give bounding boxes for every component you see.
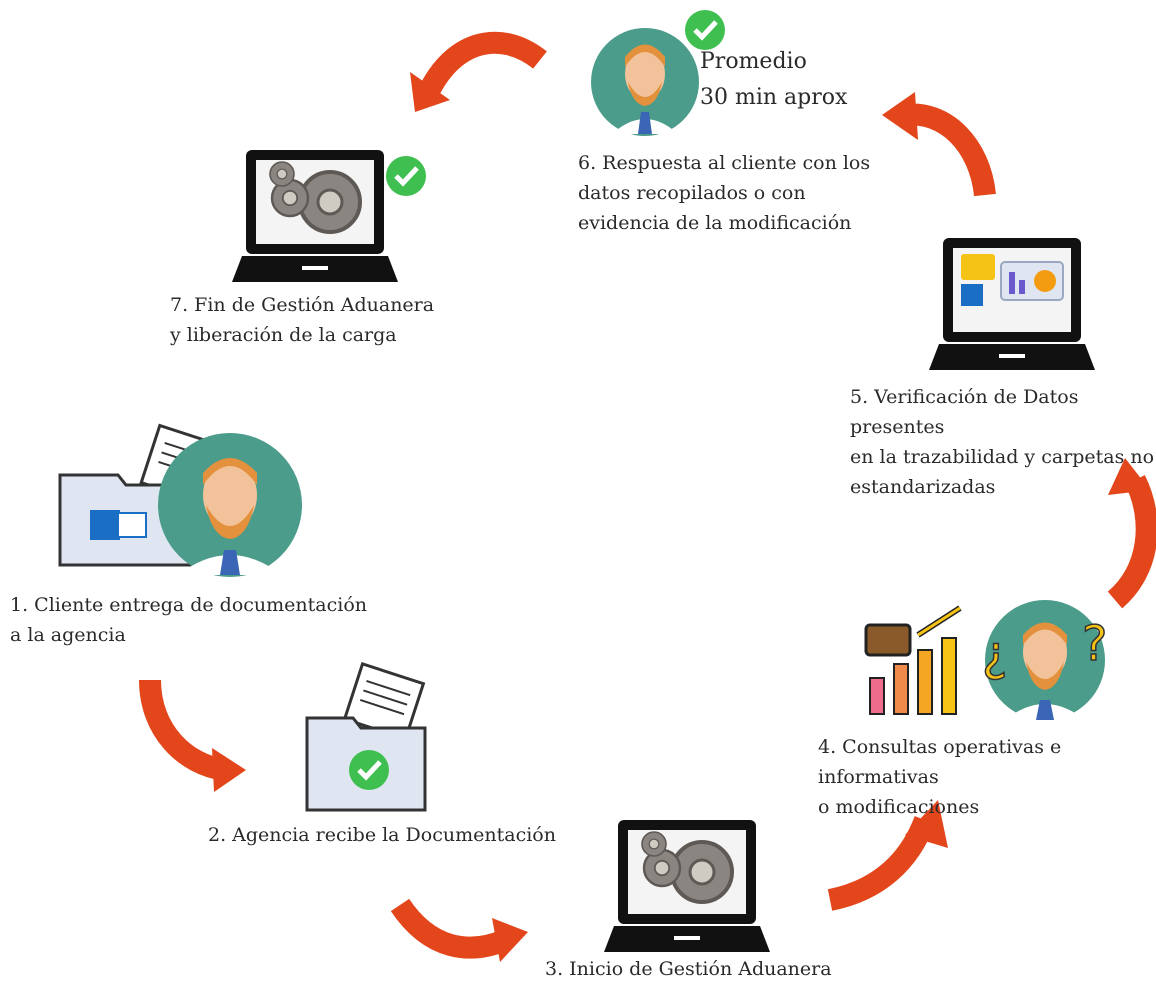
folder-icon — [961, 254, 995, 280]
step-5-label: 5. Verificación de Datos presentes en la… — [850, 386, 1155, 498]
question-mark-icon: ¿ — [982, 626, 1007, 682]
laptop-gears-icon-7 — [232, 150, 426, 282]
laptop-data-icon-5 — [929, 238, 1095, 370]
arrow-4-to-5 — [1107, 475, 1156, 609]
arrow-2-to-3 — [390, 898, 510, 959]
step-7-label: 7. Fin de Gestión Aduanera y liberación … — [170, 294, 435, 346]
step-1-label: 1. Cliente entrega de documentación a la… — [10, 594, 368, 646]
check-icon — [685, 10, 725, 50]
outlook-icon — [90, 510, 120, 540]
outlook-icon — [961, 284, 983, 306]
step-6-label: 6. Respuesta al cliente con los datos re… — [578, 152, 871, 234]
arrow-1-to-2-head — [212, 748, 246, 792]
arrow-6-to-7 — [414, 31, 547, 105]
arrow-6-to-7-head — [410, 72, 450, 112]
folder-outlook-icon-1 — [58, 423, 302, 577]
arrow-4-to-5-head — [1108, 458, 1150, 495]
check-icon — [386, 156, 426, 196]
step-2-label: 2. Agencia recibe la Documentación — [208, 824, 556, 846]
promedio-text: Promedio 30 min aprox — [700, 49, 848, 110]
folder-check-icon-2 — [305, 662, 427, 812]
arrow-3-to-4-head — [905, 800, 948, 848]
avatar-icon-6 — [591, 10, 725, 136]
briefcase-icon — [864, 623, 912, 657]
check-icon — [349, 750, 389, 790]
step-4-label: 4. Consultas operativas e informativas o… — [818, 736, 1062, 818]
arrow-5-to-6 — [903, 103, 996, 197]
arrow-5-to-6-head — [882, 92, 918, 140]
step-3-label: 3. Inicio de Gestión Aduanera — [545, 958, 832, 980]
question-mark-icon: ? — [1082, 616, 1107, 672]
laptop-gears-icon-3 — [604, 820, 770, 952]
arrow-1-to-2 — [139, 679, 227, 781]
growth-chart-icon-4: ¿ ? — [864, 600, 1108, 720]
arrow-2-to-3-head — [492, 918, 528, 962]
